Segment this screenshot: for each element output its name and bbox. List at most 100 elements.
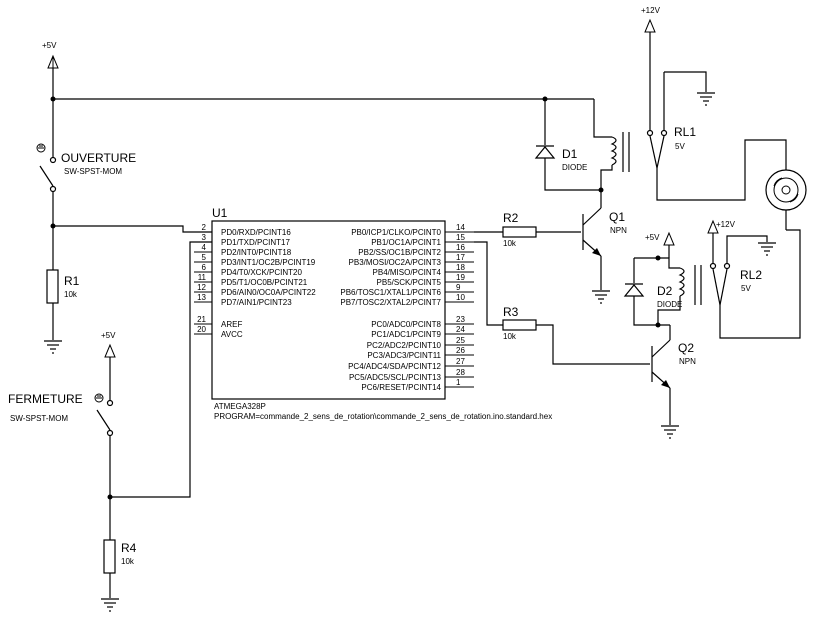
mcu-pin-name: PD2/INT0/PCINT18	[221, 248, 292, 257]
switch-ouverture: OUVERTURE SW-SPST-MOM	[36, 99, 136, 270]
mcu-pin-number: 10	[456, 293, 465, 302]
wire-ouverture-to-pd0	[53, 225, 212, 233]
relay-rl1-name: RL1	[674, 125, 696, 139]
resistor-r2-name: R2	[503, 211, 519, 225]
switch-ouverture-name: OUVERTURE	[61, 151, 136, 165]
mcu-pin-number: 27	[456, 357, 465, 366]
power-12v-top-label: +12V	[641, 6, 661, 15]
mcu-u1: U1 ATMEGA328P PROGRAM=commande_2_sens_de…	[194, 206, 552, 421]
relay-rl1: +12V RL1 5V	[593, 6, 787, 201]
mcu-pin-name: PB5/SCK/PCINT5	[377, 278, 442, 287]
mcu-pin-number: 3	[202, 233, 207, 242]
transistor-q2: Q2 NPN	[651, 325, 696, 425]
mcu-pin-name: PC4/ADC4/SDA/PCINT12	[348, 362, 441, 371]
power-12v-right-label: +12V	[716, 220, 736, 229]
mcu-left-pins: 2PD0/RXD/PCINT163PD1/TXD/PCINT174PD2/INT…	[194, 223, 316, 339]
mcu-pin-name: PB6/TOSC1/XTAL1/PCINT6	[340, 288, 441, 297]
relay-rl2: +12V RL2 5V	[657, 219, 768, 325]
relay-rl1-value: 5V	[675, 142, 685, 151]
resistor-r4-name: R4	[121, 541, 137, 555]
mcu-pin-number: 13	[197, 293, 206, 302]
mcu-program: PROGRAM=commande_2_sens_de_rotation\comm…	[214, 412, 552, 421]
ground-r1	[44, 340, 62, 354]
mcu-pin-name: PD5/T1/OC0B/PCINT21	[221, 278, 308, 287]
power-5v-mid: +5V	[101, 331, 116, 400]
mcu-pin-number: 18	[456, 263, 465, 272]
mcu-pin-name: PC2/ADC2/PCINT10	[367, 341, 442, 350]
ground-rl1	[697, 92, 715, 106]
mcu-pin-name: PB2/SS/OC1B/PCINT2	[358, 248, 441, 257]
mcu-ref: U1	[212, 206, 228, 220]
transistor-q1: Q1 NPN	[582, 190, 627, 290]
mcu-pin-name: PC1/ADC1/PCINT9	[371, 330, 441, 339]
mcu-pin-number: 9	[456, 283, 461, 292]
mcu-part: ATMEGA328P	[214, 402, 266, 411]
power-5v-mid-label: +5V	[101, 331, 116, 340]
mcu-pin-name: PD1/TXD/PCINT17	[221, 238, 290, 247]
resistor-r3-name: R3	[503, 305, 519, 319]
switch-ouverture-type: SW-SPST-MOM	[64, 167, 122, 176]
mcu-pin-name: PB4/MISO/PCINT4	[373, 268, 442, 277]
mcu-pin-number: 28	[456, 368, 465, 377]
mcu-pin-number: 17	[456, 253, 465, 262]
mcu-pin-number: 6	[202, 263, 207, 272]
mcu-pin-name: PB0/ICP1/CLKO/PCINT0	[351, 228, 441, 237]
mcu-pin-number: 25	[456, 336, 465, 345]
mcu-pin-number: 14	[456, 223, 465, 232]
mcu-pin-number: 26	[456, 346, 465, 355]
power-5v-right-label: +5V	[645, 233, 660, 242]
diode-d2-type: DIODE	[657, 300, 682, 309]
switch-fermeture: FERMETURE SW-SPST-MOM	[8, 392, 114, 540]
wire-fermeture-to-pd1	[110, 241, 212, 498]
switch-fermeture-type: SW-SPST-MOM	[10, 414, 68, 423]
mcu-pin-name: PB3/MOSI/OC2A/PCINT3	[349, 258, 442, 267]
mcu-pin-name: PD7/AIN1/PCINT23	[221, 298, 292, 307]
transistor-q1-type: NPN	[610, 226, 627, 235]
mcu-pin-number: 20	[197, 325, 206, 334]
mcu-pin-number: 19	[456, 273, 465, 282]
mcu-pin-number: 23	[456, 315, 465, 324]
power-5v-top: +5V	[42, 41, 59, 100]
switch-fermeture-name: FERMETURE	[8, 392, 83, 406]
resistor-r1-name: R1	[64, 274, 80, 288]
mcu-pin-name: PD6/AIN0/OC0A/PCINT22	[221, 288, 316, 297]
resistor-r3: R3 10k	[502, 305, 650, 365]
mcu-pin-name: PC0/ADC0/PCINT8	[371, 320, 441, 329]
mcu-pin-number: 24	[456, 325, 465, 334]
ground-r4	[101, 598, 119, 612]
motor	[719, 169, 807, 339]
resistor-r1: R1 10k	[46, 269, 80, 340]
mcu-pin-number: 12	[197, 283, 206, 292]
mcu-pin-number: 16	[456, 243, 465, 252]
transistor-q2-name: Q2	[678, 341, 694, 355]
mcu-pin-number: 11	[198, 273, 207, 282]
mcu-pin-name: AREF	[221, 320, 242, 329]
wire-pb1-to-r3	[474, 241, 503, 326]
mcu-pin-number: 4	[202, 243, 207, 252]
resistor-r3-value: 10k	[503, 332, 517, 341]
resistor-r1-value: 10k	[64, 290, 78, 299]
relay-rl2-value: 5V	[741, 284, 751, 293]
diode-d1-type: DIODE	[562, 163, 587, 172]
mcu-pin-number: 15	[456, 233, 465, 242]
